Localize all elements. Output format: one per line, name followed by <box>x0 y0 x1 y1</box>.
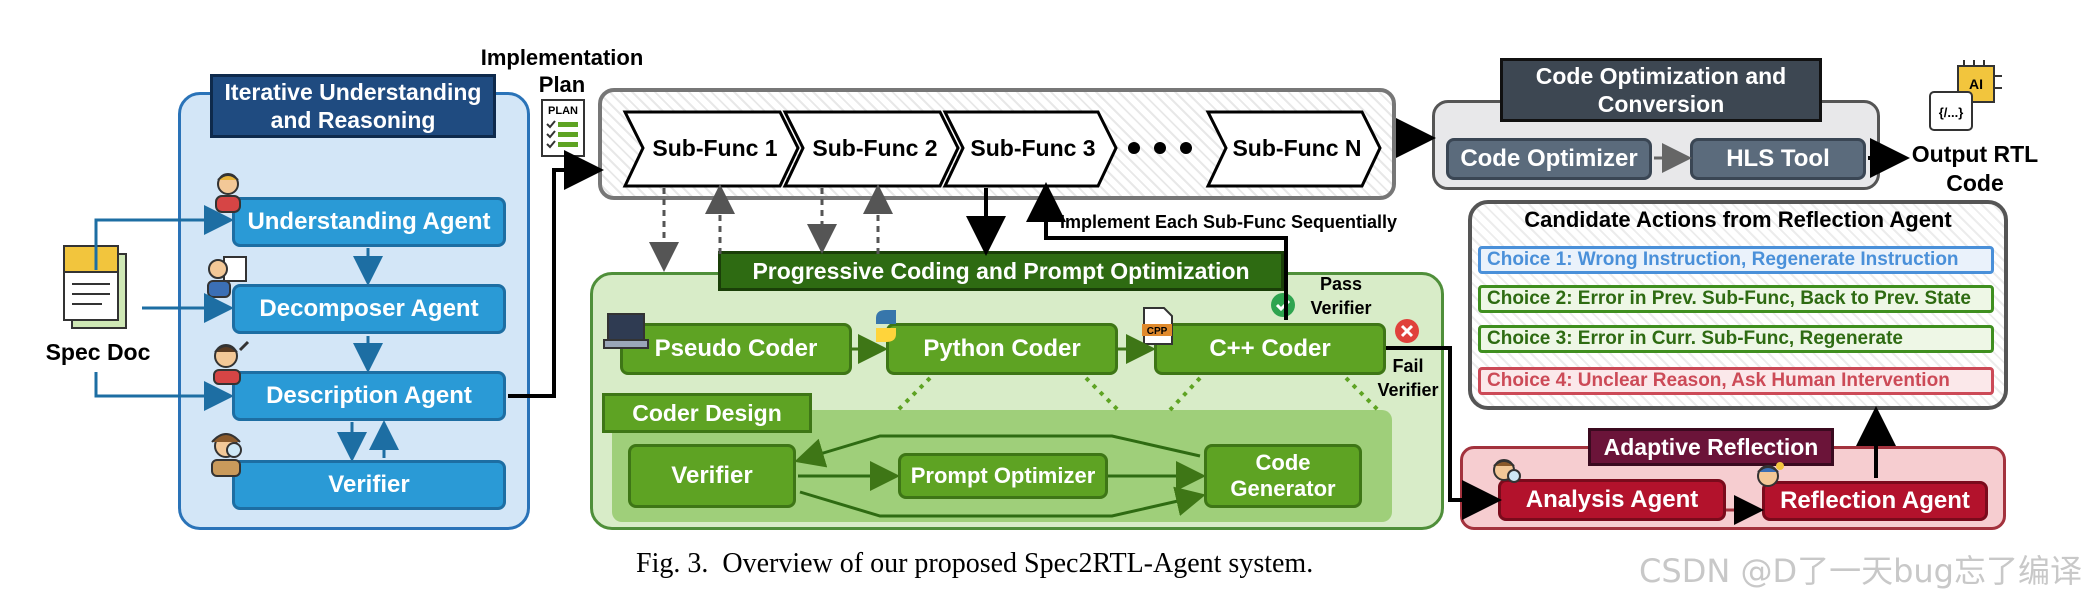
fail-x-icon <box>1394 318 1420 344</box>
choice-3[interactable]: Choice 3: Error in Curr. Sub-Func, Regen… <box>1478 325 1994 353</box>
verifier-avatar-icon <box>204 428 252 478</box>
analysis-avatar-icon <box>1488 456 1524 492</box>
cpp-design-link-2 <box>1344 376 1380 412</box>
sub-func-3-shape <box>942 110 1118 188</box>
output-rtl-code-label: Output RTL Code <box>1911 141 2039 196</box>
svg-text:CPP: CPP <box>1147 326 1168 337</box>
sub-func-3[interactable]: Sub-Func 3 <box>970 135 1096 161</box>
candidate-actions-title: Candidate Actions from Reflection Agent <box>1524 207 1952 232</box>
choice-4[interactable]: Choice 4: Unclear Reason, Ask Human Inte… <box>1478 367 1994 395</box>
verifier-to-generator-arrow <box>799 486 1206 518</box>
understanding-avatar-icon <box>208 170 248 214</box>
spec-doc-label: Spec Doc <box>45 339 151 365</box>
ellipsis-dot-2 <box>1154 142 1166 154</box>
coder-design-title: Coder Design <box>602 393 812 433</box>
choice-2[interactable]: Choice 2: Error in Prev. Sub-Func, Back … <box>1478 285 1994 313</box>
sub-func-n[interactable]: Sub-Func N <box>1232 135 1362 161</box>
spec-doc-icon <box>60 244 132 332</box>
python-design-link-1 <box>1084 376 1120 412</box>
code-optimization-title: Code Optimization and Conversion <box>1500 58 1822 122</box>
hls-tool[interactable]: HLS Tool <box>1690 138 1866 180</box>
reflection-agent[interactable]: Reflection Agent <box>1762 481 1988 521</box>
fail-to-analysis-arrow <box>1386 346 1502 520</box>
svg-text:{/...}: {/...} <box>1939 105 1964 120</box>
understanding-agent[interactable]: Understanding Agent <box>232 197 506 247</box>
ellipsis-dot-1 <box>1128 142 1140 154</box>
pseudo-design-link <box>896 376 932 412</box>
svg-text:AI: AI <box>1969 76 1983 92</box>
description-to-plan-arrow <box>508 150 604 398</box>
svg-text:PLAN: PLAN <box>548 105 578 117</box>
sub-func-n-shape <box>1205 110 1382 188</box>
laptop-icon <box>602 312 650 352</box>
code-doc-icon: {/...} <box>1928 90 1976 134</box>
code-optimizer[interactable]: Code Optimizer <box>1446 138 1652 180</box>
cpp-design-link-1 <box>1168 376 1202 412</box>
generator-to-verifier-arrow <box>794 434 1201 468</box>
watermark: CSDN @D了一天bug忘了编译 <box>1639 552 2082 590</box>
sub-func-2-shape <box>782 110 960 188</box>
sub-func-1-shape <box>622 110 800 188</box>
reflection-avatar-icon <box>1752 460 1786 494</box>
plan-icon: PLAN <box>540 98 588 160</box>
fail-verifier-label: Fail Verifier <box>1377 356 1439 400</box>
sub-func-1[interactable]: Sub-Func 1 <box>652 135 778 161</box>
spec-to-understanding-arrow <box>94 205 234 270</box>
pass-to-next-subfunc-arrow <box>1026 182 1288 320</box>
sub-func-2[interactable]: Sub-Func 2 <box>812 135 938 161</box>
adaptive-reflection-title: Adaptive Reflection <box>1588 428 1834 466</box>
python-coder[interactable]: Python Coder <box>886 323 1118 375</box>
pass-verifier-label: Pass Verifier <box>1310 274 1372 318</box>
progressive-coding-title: Progressive Coding and Prompt Optimizati… <box>718 251 1284 291</box>
figure-caption: Fig. 3. Overview of our proposed Spec2RT… <box>636 548 1314 579</box>
pseudo-coder[interactable]: Pseudo Coder <box>620 323 852 375</box>
iterative-understanding-title: Iterative Understanding and Reasoning <box>210 74 496 138</box>
implement-sequentially-label: Implement Each Sub-Func Sequentially <box>1060 212 1398 232</box>
coder-design-verifier[interactable]: Verifier <box>628 444 796 508</box>
ellipsis-dot-3 <box>1180 142 1192 154</box>
decomposer-agent[interactable]: Decomposer Agent <box>232 284 506 334</box>
spec-to-description-arrow <box>94 372 234 411</box>
implementation-plan-label: Implementation Plan <box>480 45 644 97</box>
verifier-agent[interactable]: Verifier <box>232 460 506 510</box>
choice-1[interactable]: Choice 1: Wrong Instruction, Regenerate … <box>1478 246 1994 274</box>
code-generator[interactable]: Code Generator <box>1204 444 1362 508</box>
